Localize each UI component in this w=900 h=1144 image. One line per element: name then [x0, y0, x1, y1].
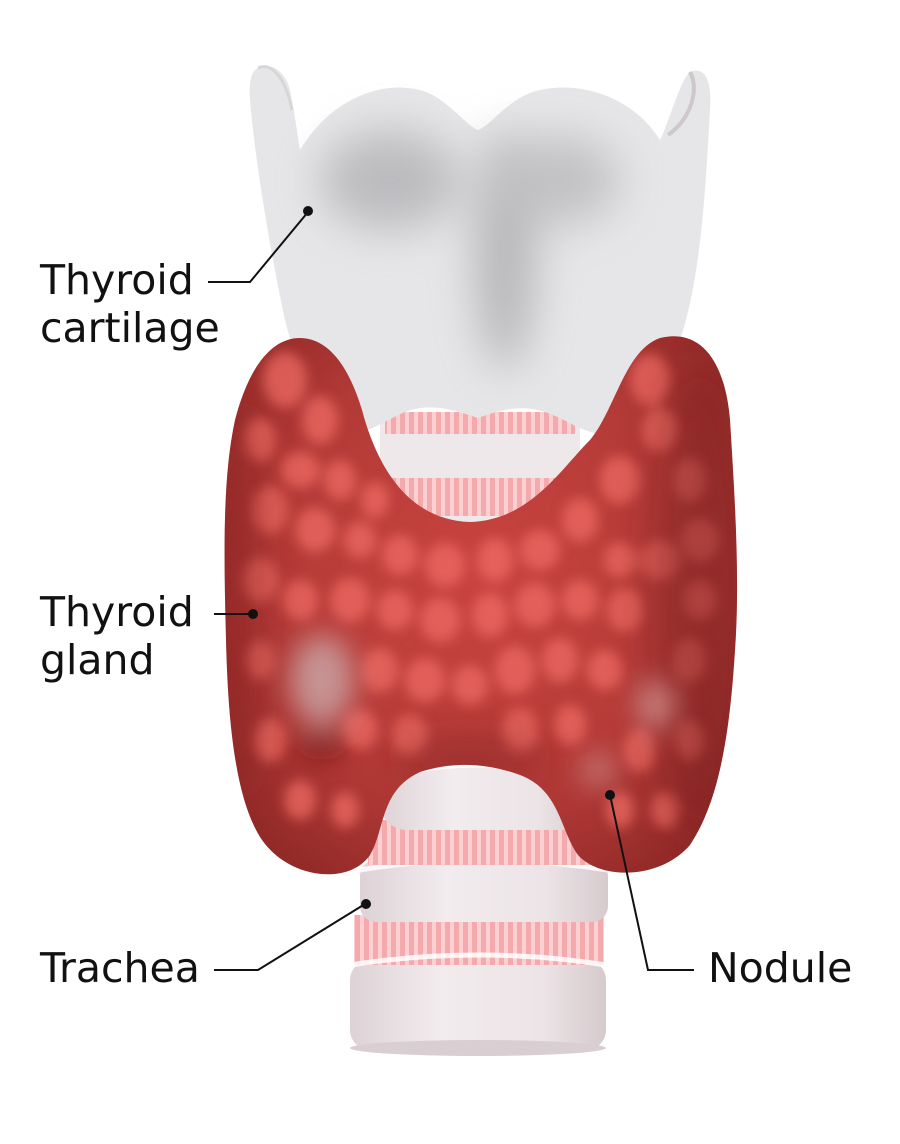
label-line-1: Trachea — [40, 944, 200, 992]
label-line-1: Thyroid — [40, 256, 194, 304]
nodule-dot — [605, 790, 615, 800]
trachea-dot — [361, 899, 371, 909]
cartilage-dot — [303, 206, 313, 216]
label-line-2: gland — [40, 636, 155, 684]
label-nodule: Nodule — [708, 944, 852, 992]
gland-dot — [248, 609, 258, 619]
trachea-leader — [214, 903, 366, 971]
label-line-1: Nodule — [708, 944, 853, 992]
label-thyroid-gland: Thyroid gland — [40, 588, 194, 684]
nodule-leader — [609, 794, 694, 971]
thyroid-cartilage-illustration — [249, 65, 711, 434]
leader-lines — [208, 211, 694, 971]
label-trachea: Trachea — [40, 944, 200, 992]
label-line-2: cartilage — [40, 304, 220, 352]
label-thyroid-cartilage: Thyroid cartilage — [40, 256, 220, 352]
label-line-1: Thyroid — [40, 588, 194, 636]
leader-dots — [248, 206, 615, 909]
cartilage-leader — [208, 211, 309, 283]
